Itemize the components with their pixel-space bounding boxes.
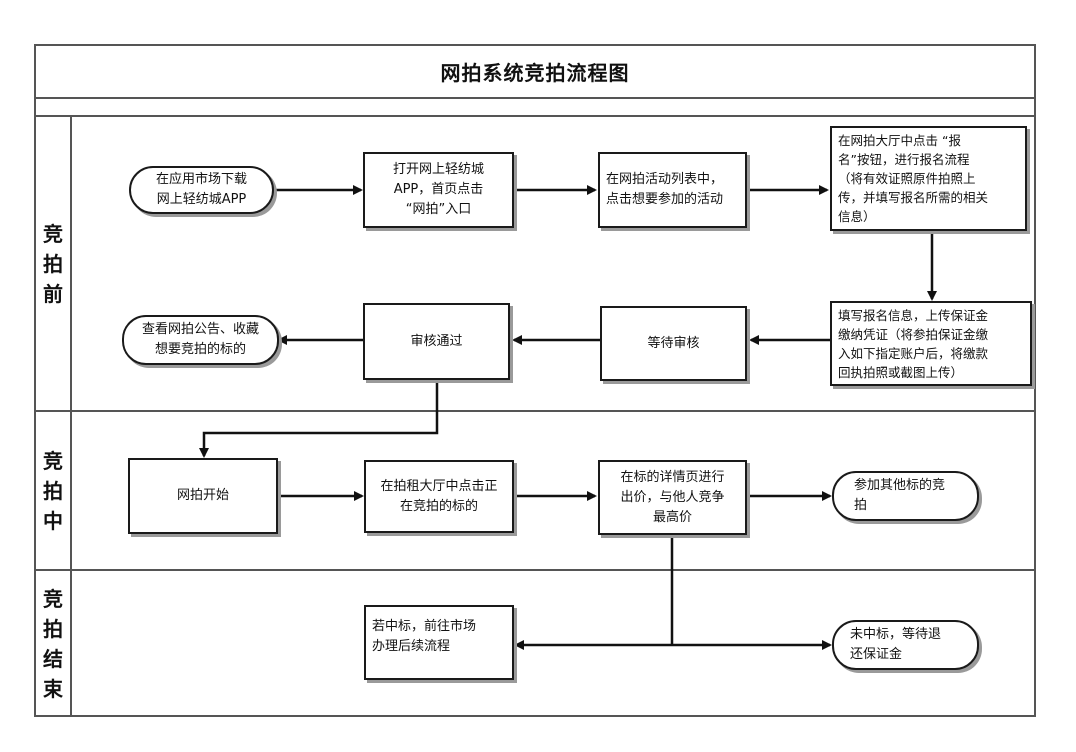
node-bid: 在标的详情页进行 出价，与他人竞争 最高价 [598, 460, 747, 535]
title-divider [34, 97, 1036, 99]
node-won: 若中标，前往市场 办理后续流程 [364, 605, 514, 680]
arrow-approved-to-start [199, 380, 439, 458]
lane-label-divider [70, 117, 72, 717]
node-join-other-text: 参加其他标的竞 拍 [854, 478, 946, 513]
node-lost: 未中标，等待退 还保证金 [832, 620, 979, 670]
node-open-app: 打开网上轻纺城 APP，首页点击 “网拍”入口 [363, 152, 514, 228]
node-wait-review: 等待审核 [600, 306, 747, 381]
node-lost-text: 未中标，等待退 还保证金 [850, 627, 942, 662]
lane-label-after: 竞 拍 结 束 [43, 587, 63, 701]
node-view-notice-text: 查看网拍公告、收藏 想要竞拍的标的 [141, 322, 259, 357]
node-open-app-text: 打开网上轻纺城 APP，首页点击 “网拍”入口 [392, 162, 484, 217]
node-click-lot-text: 在拍租大厅中点击正 在竞拍的标的 [380, 478, 498, 514]
node-approved: 审核通过 [363, 303, 510, 380]
node-signup: 在网拍大厅中点击 “报 名”按钮，进行报名流程 （将有效证照原件拍照上 传，并填… [830, 126, 1027, 231]
node-fill-info: 填写报名信息，上传保证金 缴纳凭证（将参拍保证金缴 入如下指定账户后，将缴款 回… [830, 301, 1032, 386]
node-download-app-text: 在应用市场下载 网上轻纺城APP [155, 172, 247, 207]
node-choose-activity-text: 在网拍活动列表中， 点击想要参加的活动 [606, 172, 724, 207]
node-fill-info-text: 填写报名信息，上传保证金 缴纳凭证（将参拍保证金缴 入如下指定账户后，将缴款 回… [838, 307, 989, 380]
node-join-other: 参加其他标的竞 拍 [832, 471, 979, 521]
node-wait-review-text: 等待审核 [647, 335, 700, 351]
node-auction-start: 网拍开始 [128, 458, 278, 534]
lane-label-during: 竞 拍 中 [43, 448, 63, 533]
node-view-notice: 查看网拍公告、收藏 想要竞拍的标的 [122, 315, 279, 365]
node-signup-text: 在网拍大厅中点击 “报 名”按钮，进行报名流程 （将有效证照原件拍照上 传，并填… [838, 133, 989, 224]
node-auction-start-text: 网拍开始 [176, 488, 229, 503]
page-title: 网拍系统竞拍流程图 [440, 60, 630, 85]
node-click-lot: 在拍租大厅中点击正 在竞拍的标的 [364, 460, 514, 533]
node-choose-activity: 在网拍活动列表中， 点击想要参加的活动 [598, 152, 747, 228]
lane-divider-before [34, 410, 1036, 412]
node-download-app: 在应用市场下载 网上轻纺城APP [129, 166, 274, 214]
lane-label-before: 竞 拍 前 [43, 221, 63, 306]
node-won-text: 若中标，前往市场 办理后续流程 [372, 619, 477, 654]
header-divider [34, 115, 1036, 117]
node-bid-text: 在标的详情页进行 出价，与他人竞争 最高价 [620, 469, 725, 525]
node-approved-text: 审核通过 [410, 333, 463, 349]
lane-divider-during [34, 569, 1036, 571]
